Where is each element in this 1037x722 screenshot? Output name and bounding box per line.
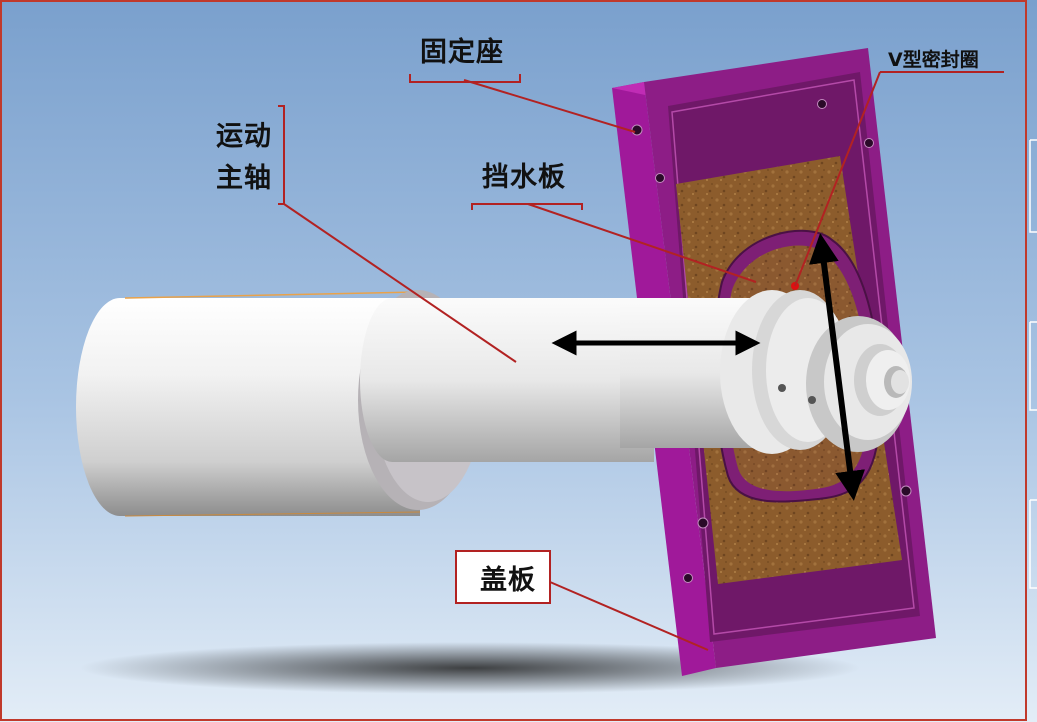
cover-leader [549,581,709,651]
label-spindle-line1: 运动 [216,121,272,152]
edge-fragments [1029,139,1037,589]
leader-lines [278,71,1004,651]
ground-shadow [80,642,860,694]
spindle-small-shaft [360,298,654,462]
label-v-seal: V型密封圈 [888,49,979,71]
spindle-bracket [278,105,285,205]
v-seal-leader [794,71,881,287]
label-cover-box [455,550,551,604]
label-cover-plate: 盖板 [480,565,536,596]
label-water-baffle: 挡水板 [482,162,566,193]
spindle-leader [283,203,517,363]
baffle-bracket [471,203,583,210]
double-arrow-vertical-icon [808,233,866,501]
fixed-seat-bracket [409,74,521,83]
baffle-leader [527,203,757,283]
fixed-seat-outline [671,79,915,635]
label-spindle-line2: 主轴 [216,163,272,194]
fixed-seat-leader [463,79,636,133]
label-fixed-seat: 固定座 [420,37,504,68]
